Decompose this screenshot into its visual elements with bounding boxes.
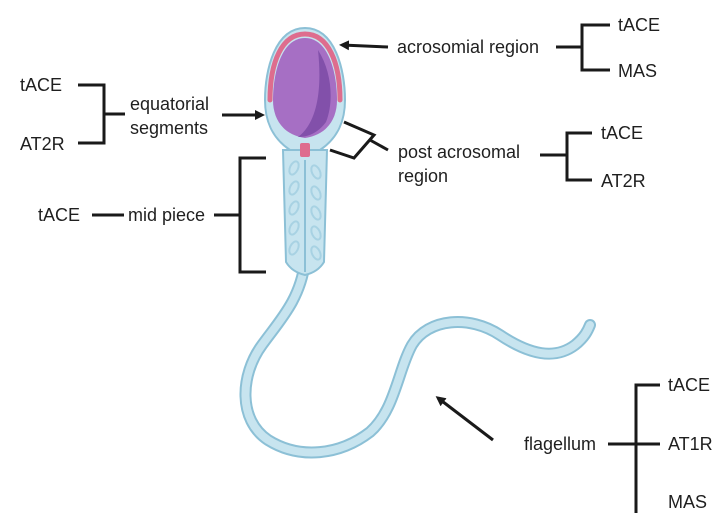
flagellum-marker-tace: tACE	[668, 375, 710, 395]
mid-piece-label: mid piece	[128, 205, 205, 225]
flagellum-marker-mas: MAS	[668, 492, 707, 512]
mid-piece-marker-tace: tACE	[38, 205, 80, 225]
post-acrosomal-label-line1: post acrosomal	[398, 142, 520, 162]
post-acrosomal-label-line2: region	[398, 166, 448, 186]
acrosomal-region-label: acrosomial region	[397, 37, 539, 57]
equatorial-segments-label-line1: equatorial	[130, 94, 209, 114]
acrosomal-arrow	[342, 45, 388, 47]
flagellum-arrow	[438, 398, 493, 440]
acrosomal-marker-mas: MAS	[618, 61, 657, 81]
equatorial-segments-label-line2: segments	[130, 118, 208, 138]
sperm-head	[265, 28, 345, 157]
post-acrosomal-marker-at2r: AT2R	[601, 171, 646, 191]
post-acrosomal-marker-tace: tACE	[601, 123, 643, 143]
flagellum-marker-at1r: AT1R	[668, 434, 713, 454]
acrosomal-marker-tace: tACE	[618, 15, 660, 35]
flagellum-tail	[245, 262, 590, 452]
arrows	[222, 45, 493, 440]
mid-piece-body	[283, 150, 327, 275]
neck-centriole	[300, 143, 310, 157]
equatorial-marker-tace: tACE	[20, 75, 62, 95]
flagellum-label: flagellum	[524, 434, 596, 454]
equatorial-marker-at2r: AT2R	[20, 134, 65, 154]
